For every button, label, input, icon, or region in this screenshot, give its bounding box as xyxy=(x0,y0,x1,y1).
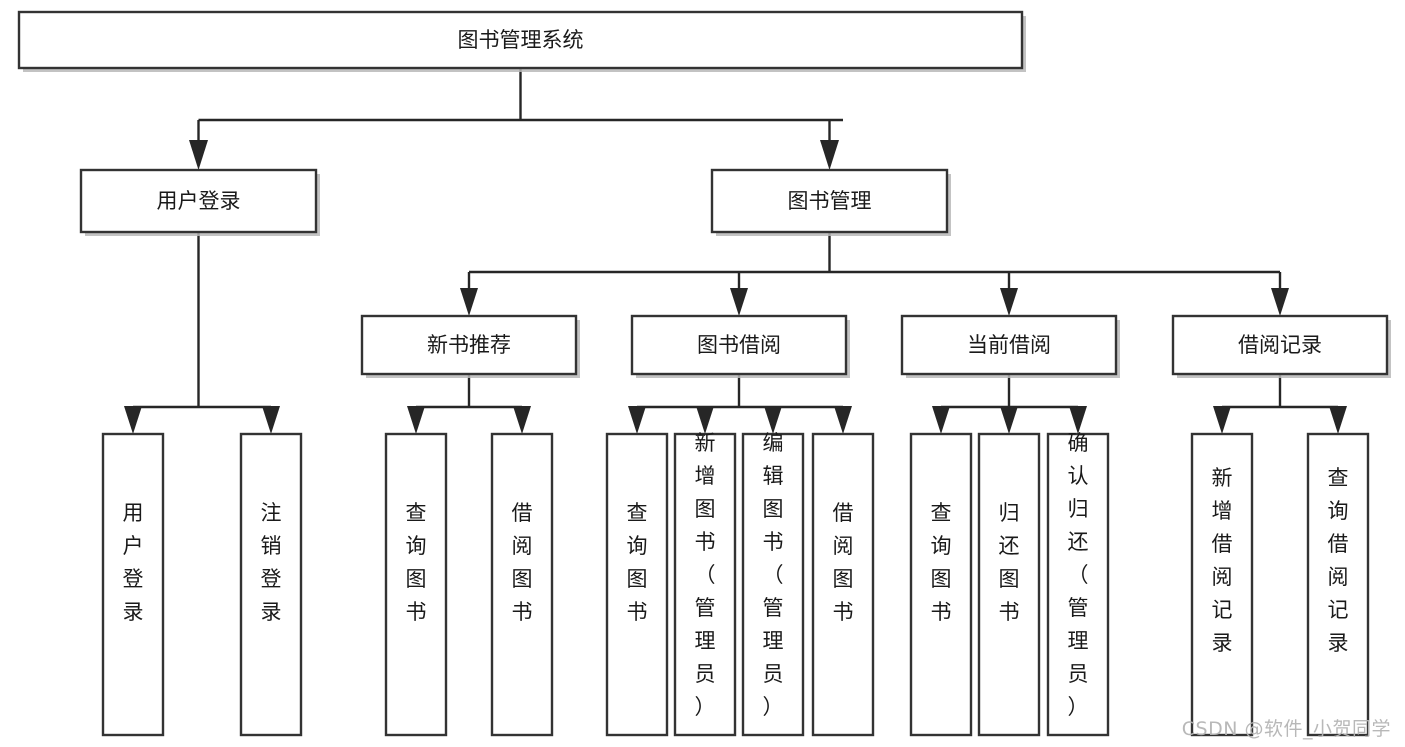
leaf-query-book-borrow-label: 查询图书 xyxy=(627,501,648,624)
leaf-query-book-current-box[interactable] xyxy=(909,432,973,737)
arrow-head-book-mgmt xyxy=(820,140,839,170)
leaf-borrow-book-recommend-label: 借阅图书 xyxy=(512,501,533,624)
leaf-query-book-current-label: 查询图书 xyxy=(931,501,952,624)
leaf-confirm-return-box[interactable] xyxy=(1046,432,1110,737)
node-new-book-recommend-label: 新书推荐 xyxy=(427,333,511,357)
leaf-node[interactable]: 确认归还（管理员） xyxy=(1046,431,1110,737)
arrow-head-leaf-new-book-1 xyxy=(407,406,425,434)
leaf-edit-book-label: 编辑图书（管理员） xyxy=(763,431,784,719)
leaf-query-borrow-record-box[interactable] xyxy=(1306,432,1370,737)
node-book-borrow-label: 图书借阅 xyxy=(697,333,781,357)
node-borrow-records-box[interactable] xyxy=(1171,314,1389,376)
node-root[interactable]: 图书管理系统 xyxy=(17,10,1026,72)
leaf-borrow-book-box[interactable] xyxy=(811,432,875,737)
arrow-head-leaf-user-login-1 xyxy=(124,406,142,434)
arrow-head-leaf-book-borrow-3 xyxy=(764,406,782,434)
node-user-login-box[interactable] xyxy=(79,168,318,234)
leaf-node[interactable]: 查询图书 xyxy=(384,432,448,737)
arrow-head-leaf-book-borrow-4 xyxy=(834,406,852,434)
node-book-management[interactable]: 图书管理 xyxy=(710,168,951,236)
leaf-add-book-label: 新增图书（管理员） xyxy=(695,431,716,719)
leaf-add-book-box[interactable] xyxy=(673,432,737,737)
arrow-head-user-login xyxy=(189,140,208,170)
node-book-borrow-box[interactable] xyxy=(630,314,848,376)
node-current-borrow[interactable]: 当前借阅 xyxy=(900,314,1120,378)
node-current-borrow-box[interactable] xyxy=(900,314,1118,376)
node-root-label: 图书管理系统 xyxy=(458,28,584,52)
node-root-box[interactable] xyxy=(17,10,1024,70)
arrow-head-leaf-new-book-2 xyxy=(513,406,531,434)
leaf-node[interactable]: 查询图书 xyxy=(909,432,973,737)
arrow-head-leaf-borrow-records-2 xyxy=(1329,406,1347,434)
leaf-node[interactable]: 用户登录 xyxy=(101,432,165,737)
leaf-confirm-return-label: 确认归还（管理员） xyxy=(1068,431,1089,719)
leaf-node[interactable]: 查询图书 xyxy=(605,432,669,737)
arrow-head-current-borrow xyxy=(1000,288,1018,316)
leaf-node[interactable]: 借阅图书 xyxy=(490,432,554,737)
leaf-node[interactable]: 归还图书 xyxy=(977,432,1041,737)
leaf-user-login-label: 用户登录 xyxy=(123,501,144,624)
leaf-node[interactable]: 查询借阅记录 xyxy=(1306,432,1370,737)
leaf-borrow-book-label: 借阅图书 xyxy=(833,501,854,624)
arrow-head-leaf-borrow-records-1 xyxy=(1213,406,1231,434)
arrow-head-borrow-records xyxy=(1271,288,1289,316)
leaf-node[interactable]: 注销登录 xyxy=(239,432,303,737)
leaf-node[interactable]: 新增借阅记录 xyxy=(1190,432,1254,737)
node-user-login-label: 用户登录 xyxy=(157,189,241,213)
csdn-watermark: CSDN @软件_小贺同学 xyxy=(1181,718,1391,740)
leaf-logout-label: 注销登录 xyxy=(261,501,282,624)
leaf-edit-book-box[interactable] xyxy=(741,432,805,737)
leaf-user-login-box[interactable] xyxy=(101,432,165,737)
leaf-logout-box[interactable] xyxy=(239,432,303,737)
arrow-head-leaf-user-login-2 xyxy=(262,406,280,434)
node-book-borrow[interactable]: 图书借阅 xyxy=(630,314,850,378)
arrow-head-leaf-book-borrow-2 xyxy=(696,406,714,434)
leaf-add-borrow-record-label: 新增借阅记录 xyxy=(1212,466,1233,655)
leaf-node[interactable]: 新增图书（管理员） xyxy=(673,431,737,737)
arrow-head-leaf-current-borrow-3 xyxy=(1069,406,1087,434)
leaf-query-book-recommend-label: 查询图书 xyxy=(406,501,427,624)
node-user-login[interactable]: 用户登录 xyxy=(79,168,320,236)
leaf-query-book-recommend-box[interactable] xyxy=(384,432,448,737)
node-borrow-records[interactable]: 借阅记录 xyxy=(1171,314,1391,378)
arrow-head-book-borrow xyxy=(730,288,748,316)
node-book-management-box[interactable] xyxy=(710,168,949,234)
leaf-query-borrow-record-label: 查询借阅记录 xyxy=(1328,466,1349,655)
leaf-node[interactable]: 借阅图书 xyxy=(811,432,875,737)
arrow-head-leaf-current-borrow-2 xyxy=(1000,406,1018,434)
leaf-borrow-book-recommend-box[interactable] xyxy=(490,432,554,737)
arrow-head-new-book xyxy=(460,288,478,316)
node-book-management-label: 图书管理 xyxy=(788,189,872,213)
connector-layer xyxy=(124,69,1347,434)
leaf-node[interactable]: 编辑图书（管理员） xyxy=(741,431,805,737)
leaf-query-book-borrow-box[interactable] xyxy=(605,432,669,737)
node-new-book-recommend[interactable]: 新书推荐 xyxy=(360,314,580,378)
arrow-head-leaf-current-borrow-1 xyxy=(932,406,950,434)
leaf-add-borrow-record-box[interactable] xyxy=(1190,432,1254,737)
node-current-borrow-label: 当前借阅 xyxy=(967,333,1051,357)
node-borrow-records-label: 借阅记录 xyxy=(1238,333,1322,357)
arrow-head-leaf-book-borrow-1 xyxy=(628,406,646,434)
leaf-return-book-box[interactable] xyxy=(977,432,1041,737)
leaf-return-book-label: 归还图书 xyxy=(999,501,1020,624)
node-new-book-recommend-box[interactable] xyxy=(360,314,578,376)
